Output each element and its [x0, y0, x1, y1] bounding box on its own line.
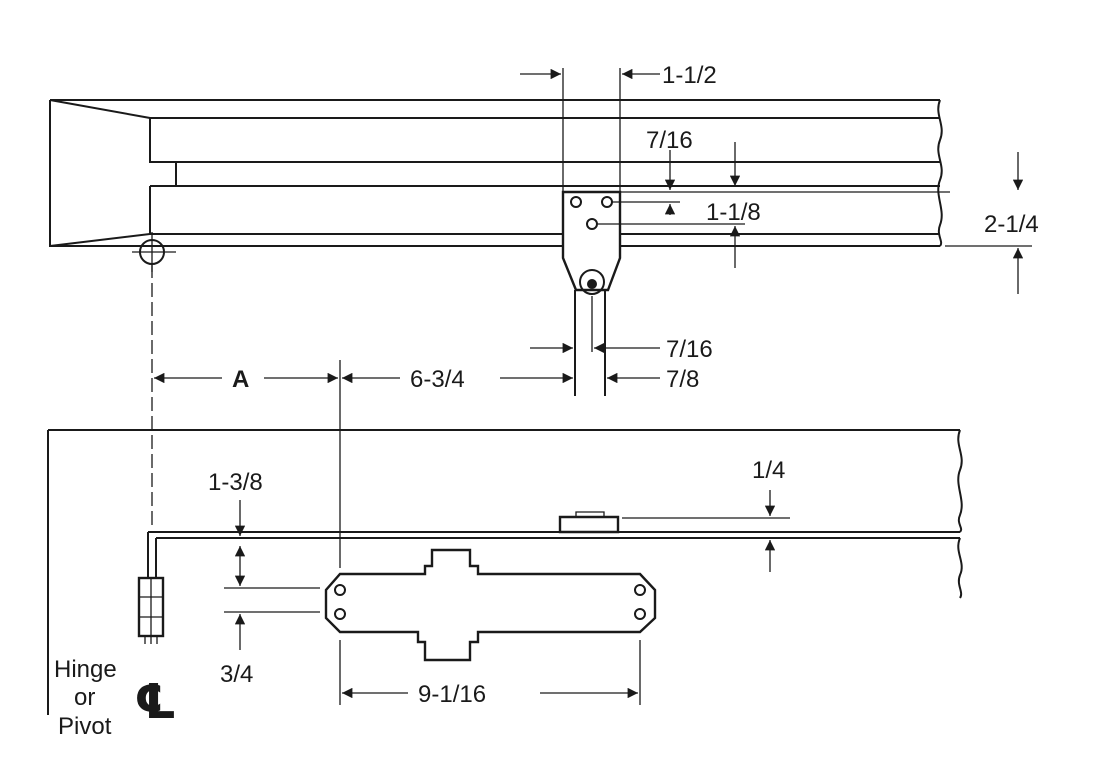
label-6-3-4: 6-3/4 [410, 366, 465, 393]
dim-1-1-2: 1-1/2 [520, 62, 717, 192]
dim-9-1-16: 9-1/16 [339, 640, 641, 708]
hinge-or-pivot-note: Hinge or Pivot ℄ [54, 656, 177, 740]
centerline-symbol: ℄ [134, 676, 177, 729]
dim-1-3-8: 1-3/8 [208, 469, 320, 613]
closer-body [324, 548, 657, 662]
elevation-view [47, 429, 963, 715]
break-line-top [937, 99, 943, 247]
dim-7-16-arm: 7/16 [530, 336, 713, 363]
closer-hole-3 [634, 584, 646, 596]
dim-1-1-8: 1-1/8 [598, 199, 761, 268]
dim-3-4: 3/4 [220, 614, 253, 688]
arm-pivot-pin [587, 279, 597, 289]
ext-lines-1-1-2 [562, 68, 621, 192]
label-1-3-8: 1-3/8 [208, 469, 263, 496]
frame-top-view [49, 99, 943, 530]
dim-7-16-top: 7/16 [620, 127, 950, 193]
arm-bracket [561, 190, 622, 292]
hinge-knuckles [139, 578, 163, 636]
door-hinge-edge [49, 186, 151, 247]
break-line-door [957, 537, 963, 599]
label-1-1-2: 1-1/2 [662, 62, 717, 89]
label-3-4: 3/4 [220, 661, 253, 688]
arm-shoe-top [575, 511, 605, 518]
frame-stop-profile [49, 99, 940, 163]
closer-hole-4 [634, 608, 646, 620]
label-7-8: 7/8 [666, 366, 699, 393]
ext-1-1-8 [598, 201, 745, 225]
ext-1-3-8 [224, 587, 320, 613]
door-face-line [49, 240, 940, 247]
door-top-line [147, 532, 960, 580]
ext-9-1-16 [339, 640, 641, 705]
bracket-hole-3 [586, 218, 598, 230]
label-1-1-8: 1-1/8 [706, 199, 761, 226]
arm-stem [574, 290, 606, 396]
label-2-1-4: 2-1/4 [984, 211, 1039, 238]
arm-shoe [558, 515, 620, 534]
label-7-16-top: 7/16 [646, 127, 693, 154]
label-7-16-arm: 7/16 [666, 336, 713, 363]
break-line-head [957, 429, 963, 533]
dim-row-a: A 6-3/4 7/8 [154, 360, 699, 568]
label-hinge: Hinge [54, 656, 117, 683]
closer-hole-2 [334, 608, 346, 620]
dim-1-4: 1/4 [622, 457, 790, 572]
closer-hole-1 [334, 584, 346, 596]
dim-2-1-4: 2-1/4 [945, 152, 1039, 294]
label-or: or [74, 684, 95, 711]
arm-pivot-boss [579, 269, 605, 295]
hinge-crosshair [132, 232, 176, 272]
label-pivot: Pivot [58, 713, 112, 740]
label-1-4: 1/4 [752, 457, 785, 484]
bracket-hole-1 [570, 196, 582, 208]
label-a: A [232, 366, 249, 393]
hinge-pin [144, 636, 158, 644]
label-9-1-16: 9-1/16 [418, 681, 486, 708]
